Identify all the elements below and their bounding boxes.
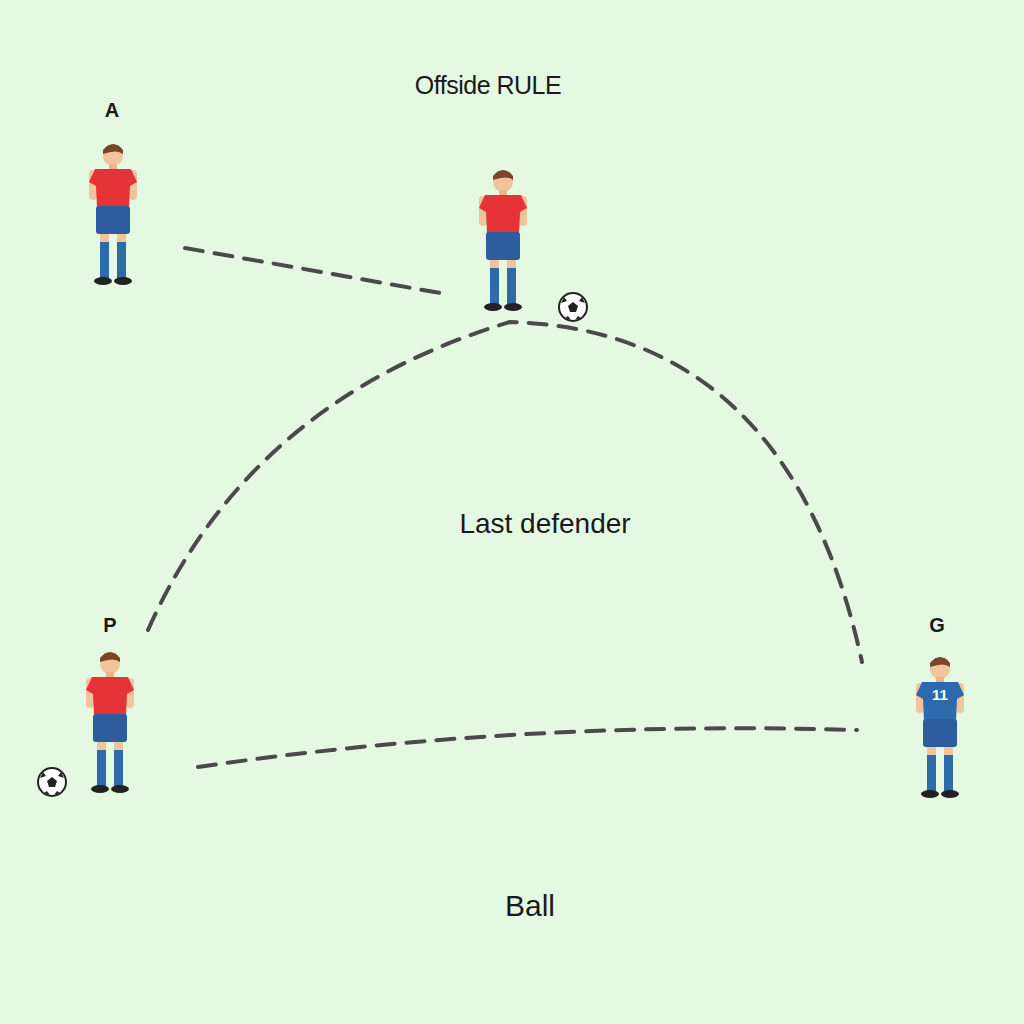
passer-figure [86, 652, 134, 793]
region-label: Last defender [459, 508, 630, 540]
ball-icon [38, 768, 66, 796]
defender-figure [916, 657, 964, 798]
player-label: G [929, 614, 945, 637]
attacker-figure [479, 170, 527, 311]
defender-line [198, 728, 857, 767]
shirt-number: 11 [932, 686, 948, 703]
region-label: Ball [505, 889, 555, 923]
ball-arc [148, 322, 862, 662]
player-label: P [103, 614, 116, 637]
ball-icon [559, 293, 587, 321]
diagram-title: Offside RULE [415, 71, 561, 100]
pass-line [185, 248, 440, 293]
player-label: A [105, 99, 119, 122]
attacker-figure [89, 144, 137, 285]
